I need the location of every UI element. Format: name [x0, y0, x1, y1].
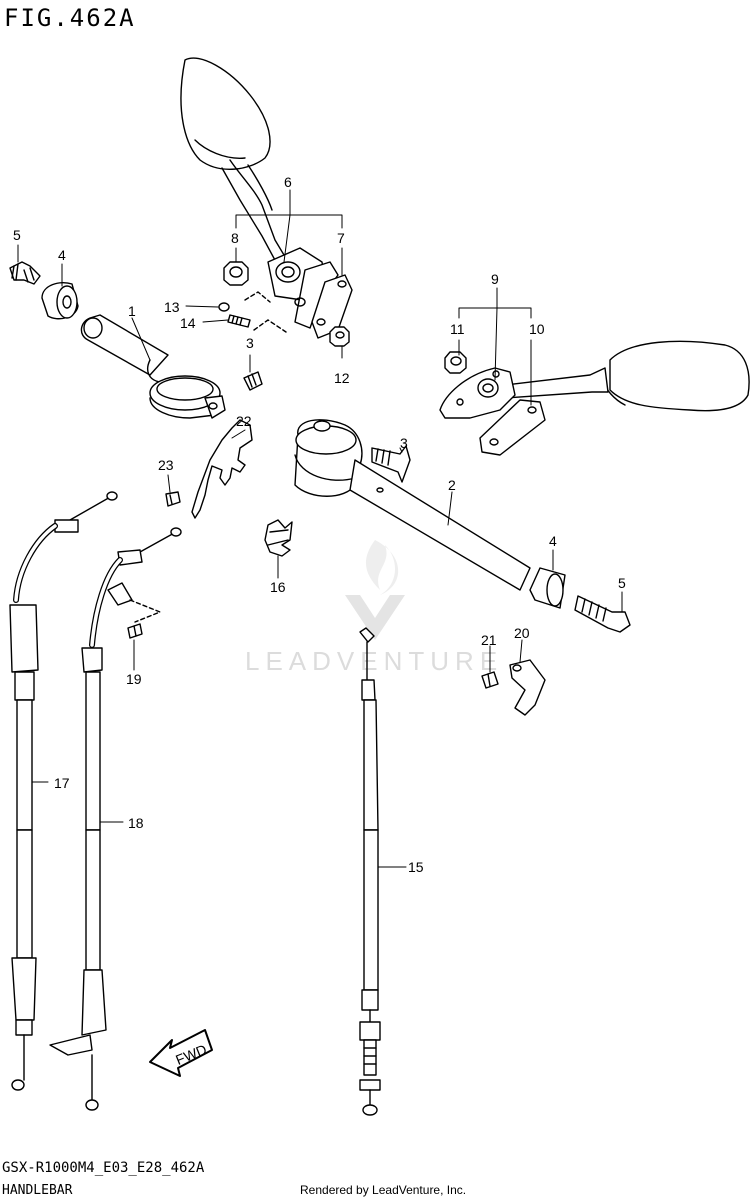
leader-lines — [18, 190, 622, 867]
callout-3-right: 3 — [400, 435, 408, 451]
watermark: LEADVENTURE — [245, 540, 503, 676]
bar-end-bolt-left[interactable] — [10, 262, 40, 284]
nut-8[interactable] — [224, 262, 248, 285]
bar-end-weight-left[interactable] — [42, 283, 78, 319]
bolt-3-left[interactable] — [244, 372, 262, 390]
bar-end-bolt-right[interactable] — [575, 596, 630, 632]
nut-12[interactable] — [330, 327, 349, 346]
callout-4-right: 4 — [549, 533, 557, 549]
fwd-arrow-icon: FWD — [150, 1030, 212, 1076]
callout-22: 22 — [236, 413, 252, 429]
throttle-cable-18[interactable] — [50, 528, 181, 1110]
callout-17: 17 — [54, 775, 70, 791]
callout-13: 13 — [164, 299, 180, 315]
mirror-mount-left[interactable] — [268, 248, 338, 328]
callout-6: 6 — [284, 174, 292, 190]
render-credit: Rendered by LeadVenture, Inc. — [300, 1183, 467, 1197]
callout-labels: 1 2 3 3 4 4 5 5 6 7 8 9 10 11 12 13 14 1… — [13, 174, 626, 875]
bracket-20[interactable] — [510, 660, 545, 715]
left-mirror[interactable] — [181, 58, 290, 265]
bolt-21[interactable] — [482, 672, 498, 688]
callout-3-left: 3 — [246, 335, 254, 351]
figure-title: FIG.462A — [4, 4, 136, 32]
section-name: HANDLEBAR — [2, 1183, 73, 1198]
callout-21: 21 — [481, 632, 497, 648]
callout-11: 11 — [450, 321, 465, 337]
callout-18: 18 — [128, 815, 144, 831]
mirror-mount-right[interactable] — [440, 368, 515, 418]
callout-4-left: 4 — [58, 247, 66, 263]
callout-14: 14 — [180, 315, 196, 331]
model-code: GSX-R1000M4_E03_E28_462A — [2, 1160, 205, 1176]
callout-5-right: 5 — [618, 575, 626, 591]
nut-11[interactable] — [445, 352, 466, 373]
bolt-3-right[interactable] — [372, 446, 410, 482]
callout-5-left: 5 — [13, 227, 21, 243]
callout-23: 23 — [158, 457, 174, 473]
bar-end-weight-right[interactable] — [530, 568, 565, 608]
clip-16[interactable] — [265, 520, 292, 556]
callout-12: 12 — [334, 370, 350, 386]
callout-2: 2 — [448, 477, 456, 493]
callout-7: 7 — [337, 230, 345, 246]
callout-10: 10 — [529, 321, 545, 337]
right-mirror[interactable] — [505, 341, 749, 410]
screw-23[interactable] — [166, 492, 180, 506]
callout-1: 1 — [128, 303, 136, 319]
bolt-14[interactable] — [228, 315, 250, 327]
watermark-text: LEADVENTURE — [245, 646, 503, 676]
throttle-cable-17[interactable] — [10, 492, 117, 1090]
spring-clip-22[interactable] — [192, 420, 252, 518]
callout-8: 8 — [231, 230, 239, 246]
clutch-cable-15[interactable] — [360, 628, 380, 1115]
right-handlebar-grip[interactable] — [295, 420, 530, 590]
callout-15: 15 — [408, 859, 424, 875]
callout-20: 20 — [514, 625, 530, 641]
callout-19: 19 — [126, 671, 142, 687]
left-handlebar-grip[interactable] — [81, 315, 225, 418]
mirror-plate-right[interactable] — [480, 400, 545, 455]
callout-9: 9 — [491, 271, 499, 287]
screw-19[interactable] — [128, 624, 142, 638]
callout-16: 16 — [270, 579, 286, 595]
washer-13[interactable] — [219, 303, 229, 311]
